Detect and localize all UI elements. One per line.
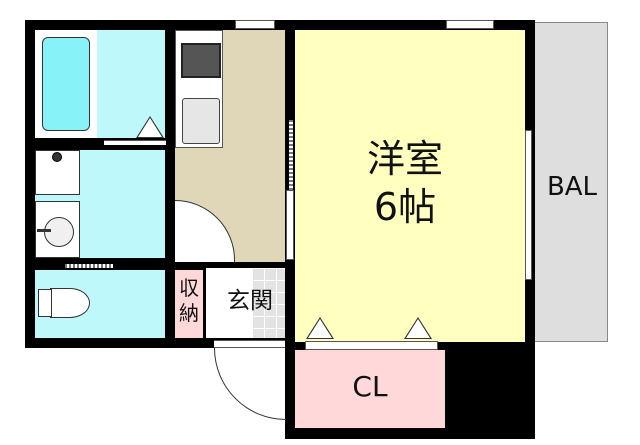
entrance-label: 玄関: [227, 288, 273, 314]
bathroom-door[interactable]: [104, 140, 166, 145]
entrance-step: [206, 268, 252, 338]
closet: [295, 350, 445, 428]
closet-label: CL: [352, 370, 388, 403]
washing-machine-drain-icon: [52, 152, 62, 162]
faucet-icon: [37, 229, 51, 232]
western-room-size: 6帖: [373, 185, 437, 229]
kitchen-sink-icon: [182, 98, 220, 144]
balcony-door[interactable]: [525, 130, 532, 280]
bathtub: [42, 37, 90, 131]
western-room-name: 洋室: [366, 137, 443, 181]
kitchen: [223, 30, 285, 262]
western-room: [295, 30, 525, 342]
door-swing-marker: [136, 116, 164, 138]
closet-doors[interactable]: [305, 341, 438, 350]
room-door-opening[interactable]: [286, 190, 294, 260]
top-window-room[interactable]: [446, 20, 494, 29]
washbasin-icon: [44, 217, 74, 247]
room-door[interactable]: [289, 120, 293, 190]
balcony: [532, 22, 608, 342]
balcony-label: BAL: [546, 172, 598, 202]
front-door[interactable]: [214, 348, 286, 420]
closet-door-marker-left: [306, 317, 334, 339]
top-window-kitchen[interactable]: [235, 20, 275, 29]
storage-label: 収納: [179, 276, 199, 325]
closet-door-marker-right: [404, 317, 432, 339]
toilet-bowl-icon: [50, 288, 90, 318]
toilet-tank-icon: [38, 289, 52, 317]
gas-stove-icon: [181, 43, 221, 78]
toilet-door[interactable]: [65, 264, 113, 268]
front-door-threshold: [214, 340, 285, 348]
entrance: [252, 268, 285, 338]
storage: [175, 270, 203, 338]
